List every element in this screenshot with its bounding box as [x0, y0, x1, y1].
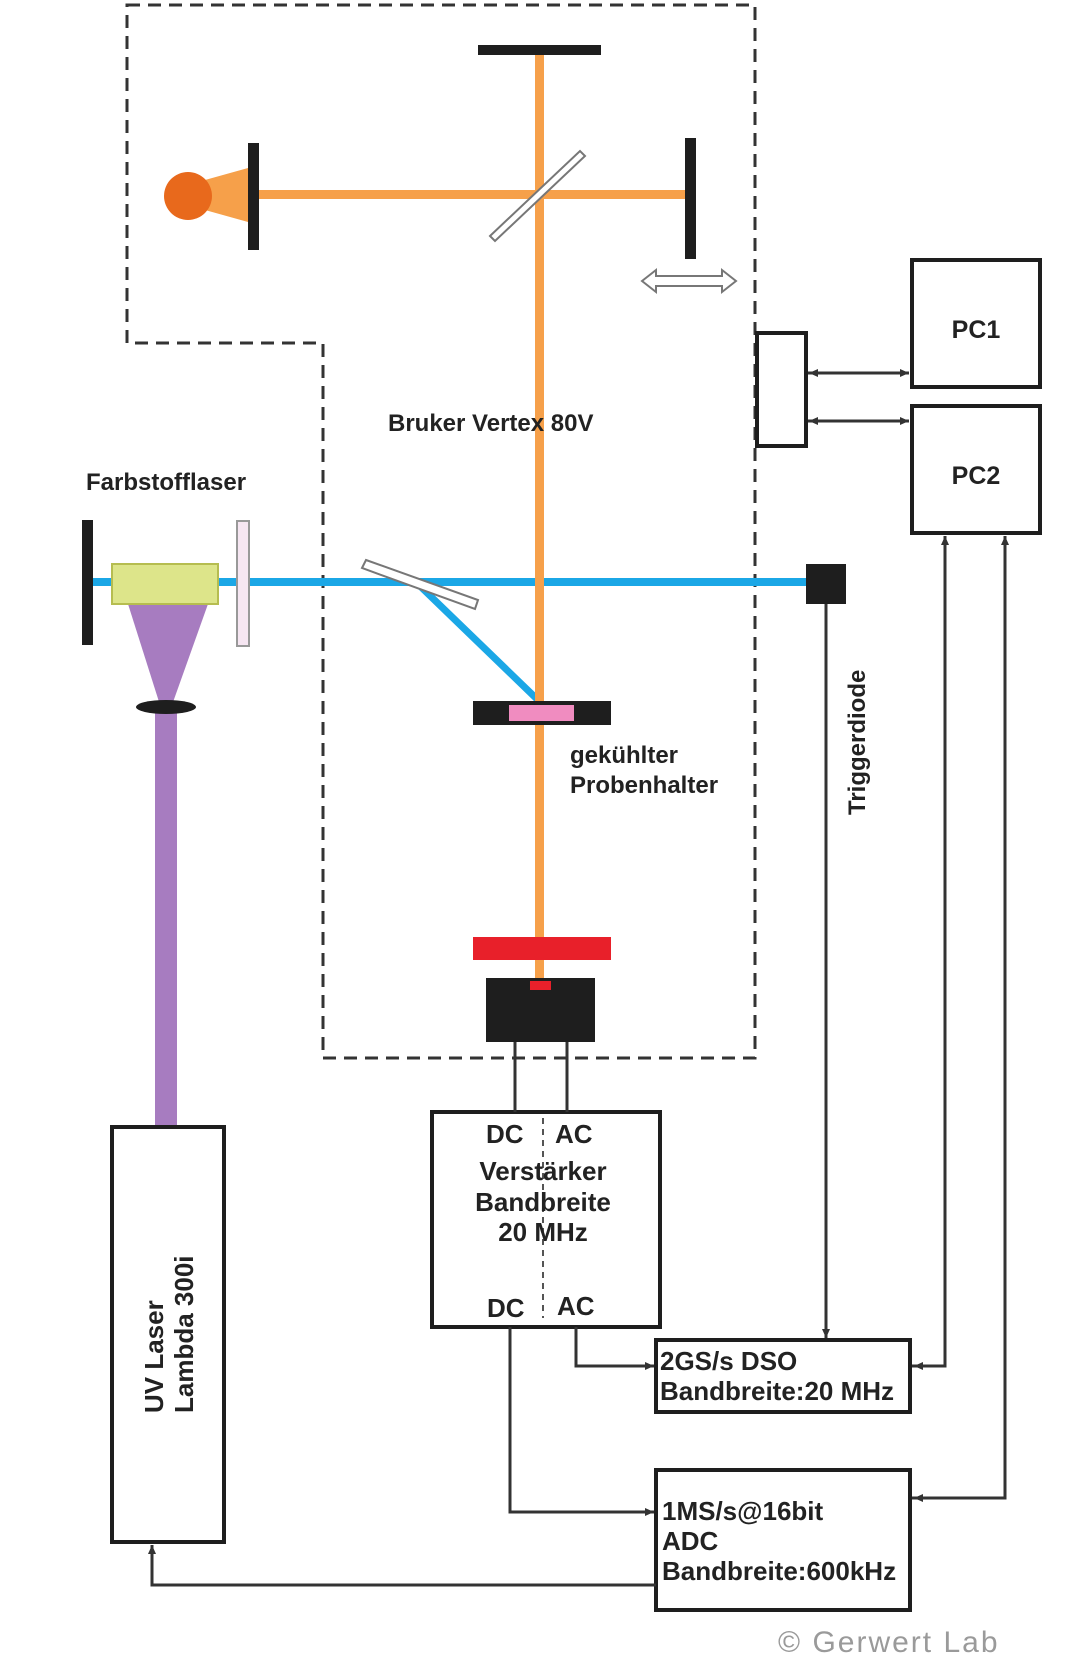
- amp-dc-to-adc-wire: [508, 1327, 654, 1516]
- detector-element: [530, 981, 551, 990]
- ir-source: [164, 172, 212, 220]
- dye-laser-beam: [90, 578, 812, 586]
- pc2-label: PC2: [952, 462, 1001, 490]
- amp-label-line3: 20 MHz: [498, 1217, 588, 1247]
- trigger-diode: [806, 564, 846, 604]
- amp-ac-bottom-label: AC: [557, 1291, 595, 1321]
- copyright-label: © Gerwert Lab: [778, 1626, 1000, 1659]
- triggerdiode-label: Triggerdiode: [844, 670, 871, 815]
- dso-label-line1: 2GS/s DSO: [660, 1346, 797, 1376]
- source-aperture: [248, 143, 259, 250]
- amp-dc-bottom-label: DC: [487, 1293, 525, 1323]
- dso-to-pc2-wire-up: [912, 536, 949, 1368]
- amp-ac-to-dso-wire: [574, 1327, 654, 1370]
- uv-beam-cone: [128, 604, 208, 705]
- dye-laser-end-mirror: [82, 520, 93, 645]
- moving-mirror: [685, 138, 696, 259]
- amplifier-box: [430, 1110, 662, 1329]
- beamsplitter: [488, 149, 587, 243]
- dso-label-line2: Bandbreite:20 MHz: [660, 1376, 894, 1406]
- pc1-label: PC1: [952, 316, 1001, 344]
- amp-label-line2: Bandbreite: [475, 1187, 611, 1217]
- adc-to-pc2-wire-up: [912, 536, 1009, 1500]
- amp-dc-top-label: DC: [486, 1119, 524, 1149]
- dye-laser-beam-deflected: [417, 583, 543, 705]
- pc2-box: [910, 404, 1042, 535]
- dso-box: [654, 1338, 912, 1414]
- focusing-lens: [136, 700, 196, 714]
- pc1-box: [910, 258, 1042, 389]
- adc-label-line3: Bandbreite:600kHz: [662, 1556, 896, 1586]
- mirror-motion-arrow-icon: [640, 267, 738, 295]
- optical-filter: [473, 937, 611, 960]
- adc-label-line2: ADC: [662, 1526, 719, 1556]
- ir-beam-horizontal: [245, 190, 690, 199]
- fixed-mirror: [478, 45, 601, 55]
- uv-laser-label-line1: UV Laser: [139, 1300, 169, 1413]
- uv-beam: [155, 710, 177, 1125]
- adc-to-uv-laser-wire: [148, 1545, 656, 1587]
- spectrometer-enclosure: [125, 3, 757, 1060]
- ir-beam-vertical: [535, 52, 544, 987]
- probenhalter-label-line2: Probenhalter: [570, 772, 718, 799]
- uv-laser-label-line2: Lambda 300i: [169, 1255, 199, 1413]
- dye-laser-output-coupler: [236, 520, 250, 647]
- dye-cell: [111, 563, 219, 605]
- adc-box: [654, 1468, 912, 1612]
- bruker-label: Bruker Vertex 80V: [388, 410, 593, 437]
- amp-label-line1: Verstärker: [479, 1156, 606, 1186]
- amp-ac-top-label: AC: [555, 1119, 593, 1149]
- probenhalter-label-line1: gekühlter: [570, 742, 678, 769]
- interface-box: [755, 331, 808, 448]
- adc-label-line1: 1MS/s@16bit: [662, 1496, 824, 1526]
- sample: [509, 705, 574, 721]
- uv-laser-box: [110, 1125, 226, 1544]
- farbstofflaser-label: Farbstofflaser: [86, 469, 246, 496]
- source-glow: [205, 168, 248, 222]
- blue-beam-steering-mirror: [360, 558, 480, 611]
